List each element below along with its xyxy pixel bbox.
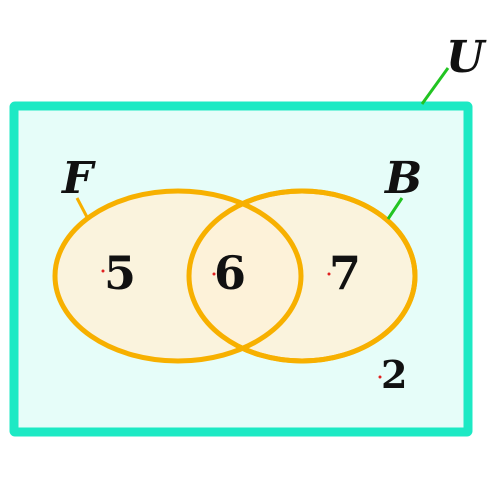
marker-dot-right [327, 272, 331, 276]
set-circle-left [52, 188, 304, 364]
universe-label-leader [420, 67, 450, 105]
set-circle-right-outline [186, 188, 418, 364]
set-left-label-leader [75, 197, 90, 220]
marker-dot-center [212, 272, 216, 276]
region-only-right-value: 7 [329, 246, 361, 300]
set-left-label: F [60, 153, 96, 204]
marker-dot-left [101, 269, 105, 273]
universe-label: U [446, 32, 487, 83]
region-outside-value: 2 [381, 352, 407, 397]
set-right-label-leader [386, 197, 404, 220]
marker-dot-outside [378, 375, 382, 379]
region-only-left-value: 5 [104, 246, 136, 300]
region-both-value: 6 [214, 246, 246, 300]
set-right-label: B [383, 153, 422, 204]
